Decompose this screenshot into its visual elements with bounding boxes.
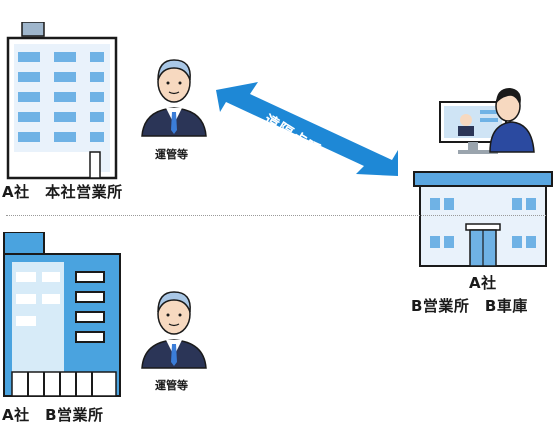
right-locations-label: B営業所 B車庫: [411, 297, 528, 315]
operator-person-icon: [141, 59, 207, 137]
operator-bottom-label: 運管等: [155, 379, 188, 392]
b-office-label: A社 B営業所: [2, 406, 104, 424]
head-office-label: A社 本社営業所: [2, 183, 123, 201]
section-divider: [6, 215, 546, 216]
driver-person-icon: [489, 88, 535, 153]
double-arrow-icon: [216, 82, 398, 176]
garage-building-icon: [413, 171, 553, 267]
operator-top-label: 運管等: [155, 148, 188, 161]
office-building-icon: [3, 232, 121, 397]
office-building-icon: [6, 22, 118, 180]
operator-person-icon: [141, 291, 207, 369]
right-company-label: A社: [469, 274, 497, 292]
